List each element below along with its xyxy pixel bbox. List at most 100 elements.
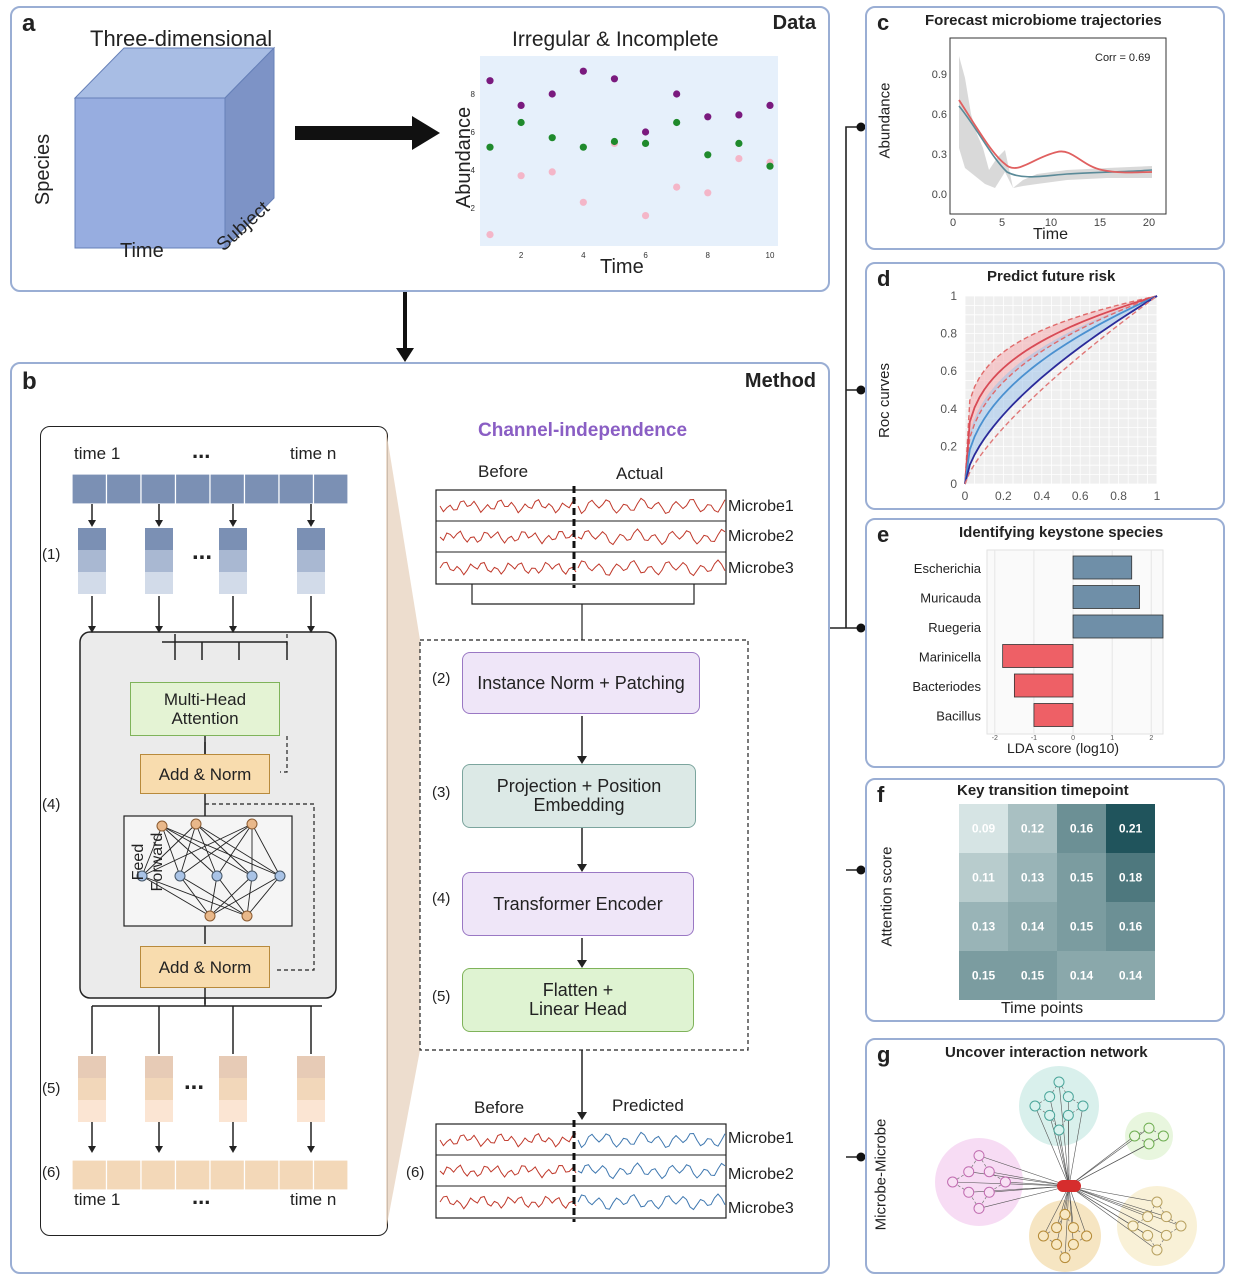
output-block bbox=[78, 1100, 106, 1122]
cluster-halo bbox=[1029, 1200, 1101, 1272]
heatmap-cell bbox=[959, 951, 1008, 1000]
scatter-point bbox=[766, 162, 774, 170]
heatmap-value: 0.13 bbox=[972, 920, 996, 934]
time-ellipsis: ... bbox=[192, 438, 211, 463]
arrowhead bbox=[155, 520, 163, 527]
y-tick-label: 0.4 bbox=[940, 402, 957, 416]
scatter-point bbox=[579, 198, 587, 206]
hub-edge bbox=[1049, 1115, 1070, 1187]
token-cell bbox=[71, 1159, 108, 1191]
network-node bbox=[1129, 1130, 1141, 1142]
hub-edge bbox=[952, 1181, 1070, 1187]
panel-transition: f Key transition timepoint Attention sco… bbox=[865, 778, 1225, 1022]
step-1-label: (1) bbox=[42, 546, 61, 563]
series-actual bbox=[577, 559, 726, 577]
token-cell bbox=[278, 1159, 315, 1191]
scatter-point bbox=[486, 77, 494, 85]
time-start-label: time 1 bbox=[74, 444, 121, 463]
heatmap-cell bbox=[1008, 902, 1057, 951]
series-predicted bbox=[577, 1162, 726, 1180]
network-node bbox=[1037, 1230, 1049, 1242]
heatmap-value: 0.09 bbox=[972, 822, 996, 836]
x-axis-label: Time bbox=[1033, 226, 1068, 243]
output-block bbox=[145, 1100, 173, 1122]
patch-block bbox=[297, 528, 325, 550]
x-tick-label: 4 bbox=[581, 251, 586, 260]
arrowhead bbox=[229, 520, 237, 527]
cluster-halo bbox=[1117, 1186, 1197, 1266]
network-node bbox=[1062, 1091, 1074, 1103]
network-node bbox=[1053, 1076, 1065, 1088]
network-node bbox=[1067, 1238, 1079, 1250]
heatmap-cell bbox=[959, 853, 1008, 902]
x-tick-label: 6 bbox=[643, 251, 648, 260]
cube-illustration bbox=[73, 46, 440, 250]
series-before bbox=[439, 561, 577, 576]
panel-title: Key transition timepoint bbox=[957, 782, 1129, 799]
output-ellipsis: ... bbox=[184, 1068, 205, 1095]
plot-area bbox=[986, 549, 1164, 735]
hub-edge bbox=[1064, 1185, 1070, 1258]
ff-edge bbox=[195, 823, 281, 877]
ff-edge bbox=[209, 875, 218, 917]
network-node bbox=[963, 1186, 975, 1198]
ff-edge bbox=[246, 875, 253, 917]
hub-edge bbox=[989, 1171, 1070, 1187]
patch-block bbox=[219, 528, 247, 550]
microbe2-bottom: Microbe2 bbox=[728, 1166, 794, 1183]
network-node bbox=[1142, 1229, 1154, 1241]
network-node bbox=[1053, 1124, 1065, 1136]
token-cell bbox=[312, 1159, 349, 1191]
step-4-label: (4) bbox=[42, 796, 61, 813]
patch-ellipsis: ... bbox=[192, 538, 213, 565]
token-cell bbox=[71, 473, 108, 505]
heatmap-cell bbox=[1057, 951, 1106, 1000]
x-tick-label: 15 bbox=[1094, 217, 1106, 229]
heatmap-cell bbox=[1008, 804, 1057, 853]
scatter-point bbox=[641, 139, 650, 147]
network-node bbox=[963, 1166, 975, 1178]
y-tick-label: 6 bbox=[471, 128, 476, 137]
ff-edge bbox=[161, 825, 181, 877]
output-block bbox=[297, 1056, 325, 1078]
time-end-label-bottom: time n bbox=[290, 1190, 337, 1209]
network-node bbox=[973, 1202, 985, 1214]
scatter-point bbox=[517, 172, 525, 180]
scatter-point bbox=[735, 155, 743, 163]
linear-head-block: Flatten + Linear Head bbox=[462, 968, 694, 1032]
scatter-point bbox=[704, 113, 712, 121]
heatmap-value: 0.15 bbox=[1070, 871, 1094, 885]
y-tick-label: 4 bbox=[471, 166, 476, 175]
scatter-point bbox=[673, 183, 681, 191]
ff-node bbox=[204, 910, 216, 922]
token-cell bbox=[209, 1159, 246, 1191]
microbe2-top: Microbe2 bbox=[728, 528, 794, 545]
panel-letter: b bbox=[22, 368, 37, 395]
heatmap-cell bbox=[1008, 853, 1057, 902]
cluster-halo bbox=[935, 1138, 1023, 1226]
hub-edge bbox=[1068, 1185, 1167, 1217]
step-5-num: (5) bbox=[432, 988, 451, 1005]
scatter-point bbox=[673, 90, 681, 98]
token-cell bbox=[312, 473, 349, 505]
ff-edge bbox=[246, 875, 281, 917]
heatmap-cell bbox=[1057, 853, 1106, 902]
network-node bbox=[1143, 1138, 1155, 1150]
heatmap-cell bbox=[1106, 853, 1155, 902]
panel-header: Method bbox=[744, 370, 816, 392]
heatmap-value: 0.16 bbox=[1119, 920, 1143, 934]
ff-node bbox=[241, 910, 253, 922]
y-tick-label: 0.6 bbox=[940, 364, 957, 378]
panel-letter: c bbox=[877, 10, 890, 35]
ff-edge bbox=[179, 823, 253, 877]
x-tick-label: 8 bbox=[706, 251, 711, 260]
hub-edge bbox=[1068, 1185, 1087, 1237]
ff-edge bbox=[179, 823, 197, 877]
x-tick-label: 0.8 bbox=[1110, 489, 1127, 503]
hub-edge bbox=[1068, 1185, 1158, 1251]
y-tick-label: 8 bbox=[471, 90, 476, 99]
patch-block bbox=[219, 550, 247, 572]
network-node bbox=[1081, 1230, 1093, 1242]
